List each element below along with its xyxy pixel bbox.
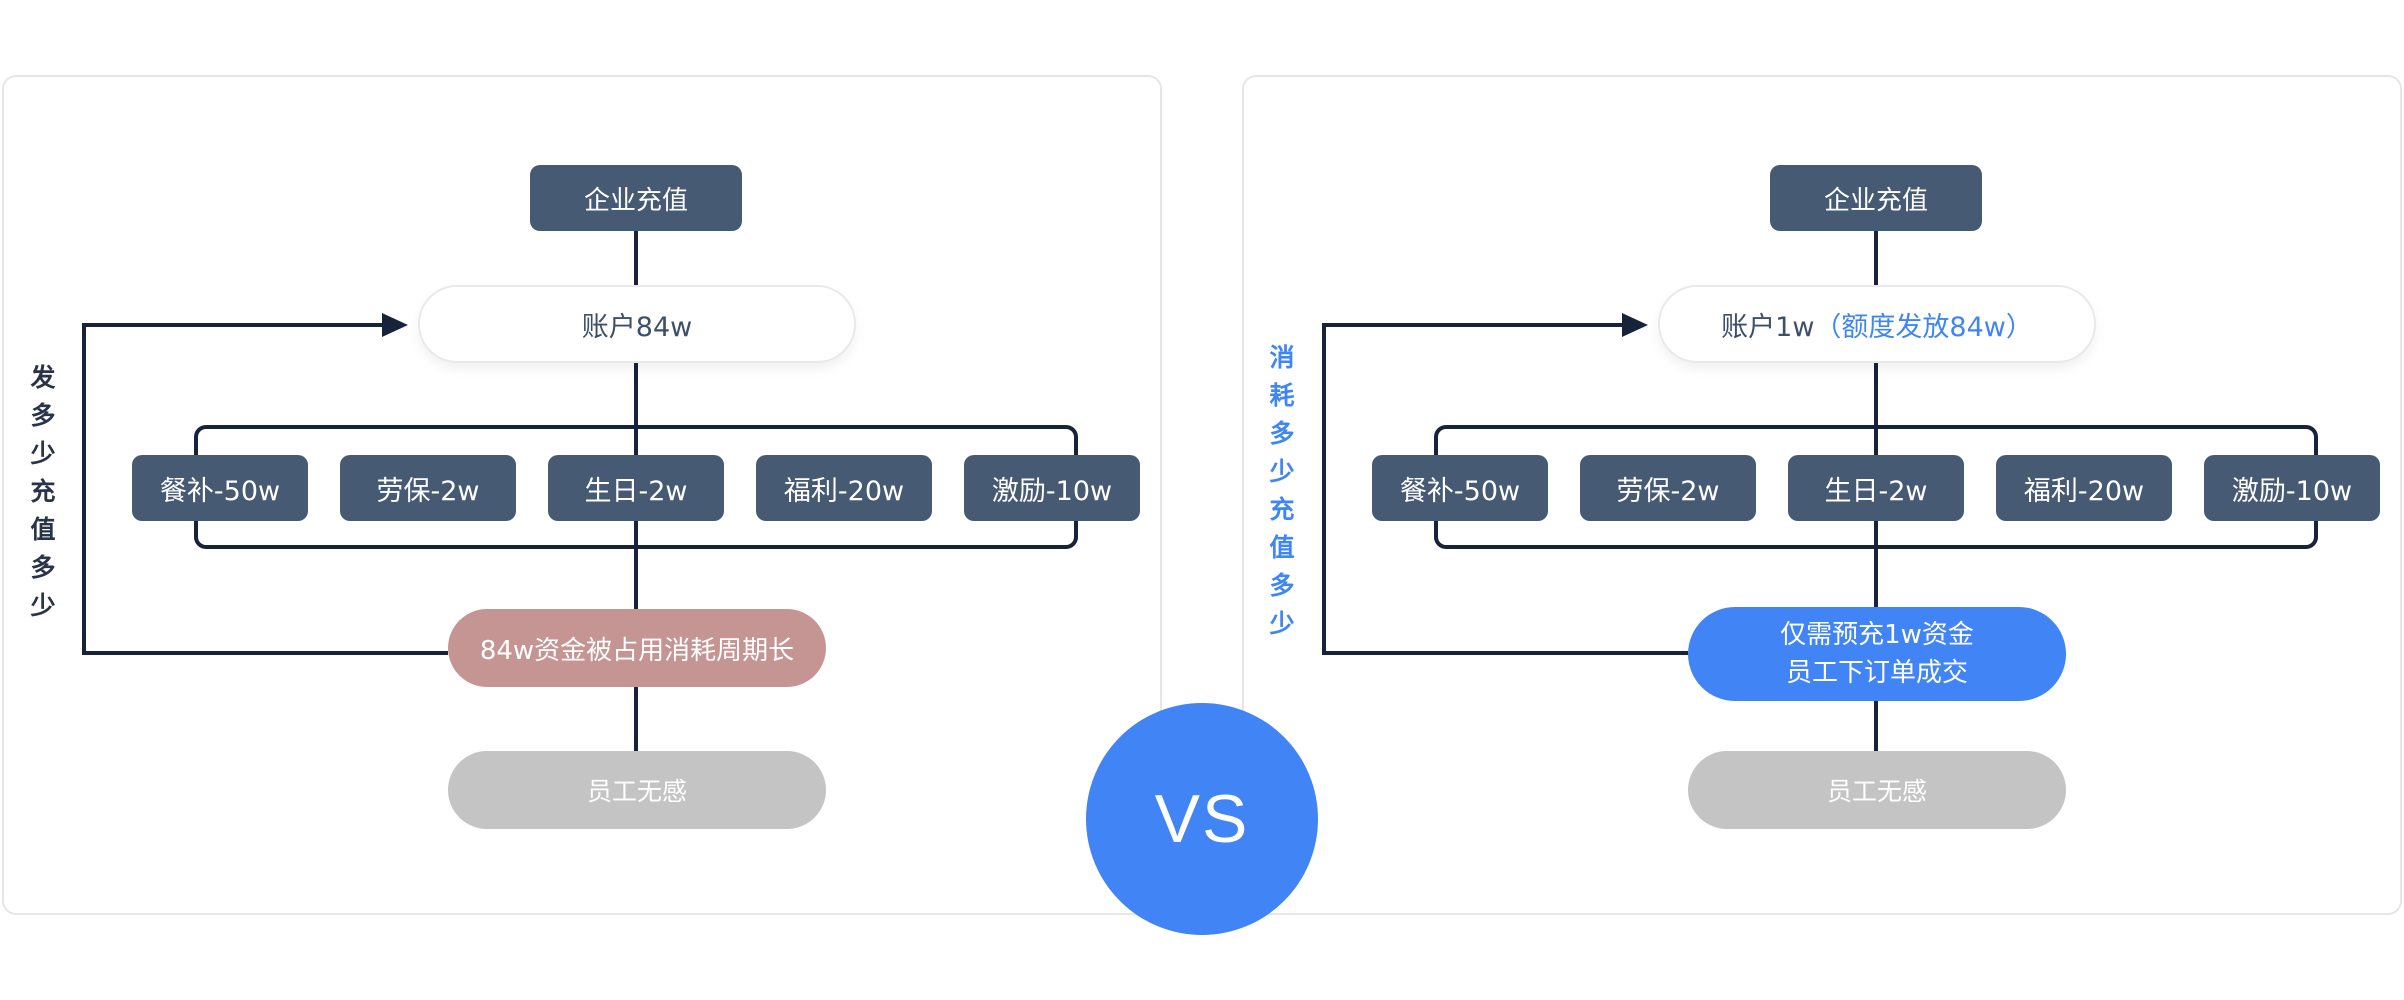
- category-welfare: 福利-20w: [756, 455, 932, 521]
- vs-badge: VS: [1086, 703, 1318, 935]
- account-node: 账户1w（额度发放84w）: [1658, 285, 2096, 363]
- status-node-prepay-only: 仅需预充1w资金 员工下订单成交: [1688, 607, 2066, 701]
- status-node-funds-occupied: 84w资金被占用消耗周期长: [448, 609, 826, 687]
- result-node-employee-unaware: 员工无感: [448, 751, 826, 829]
- category-birthday: 生日-2w: [1788, 455, 1964, 521]
- account-node: 账户84w: [418, 285, 856, 363]
- side-label-recharge-as-issued: 发多少充值多少: [30, 363, 56, 620]
- account-label: 账户84w: [581, 311, 693, 343]
- side-label-recharge-as-consumed: 消耗多少充值多少: [1269, 343, 1295, 638]
- category-labor: 劳保-2w: [340, 455, 516, 521]
- top-node-enterprise-recharge: 企业充值: [1770, 165, 1982, 231]
- loop-arrowhead: [382, 313, 408, 337]
- right-panel: 企业充值 账户1w（额度发放84w） 餐补-50w 劳保-2w 生日-2w 福利…: [1242, 75, 2402, 915]
- category-incentive: 激励-10w: [2204, 455, 2380, 521]
- left-panel: 企业充值 账户84w 餐补-50w 劳保-2w 生日-2w 福利-20w 激励-…: [2, 75, 1162, 915]
- feedback-loop-line: [82, 323, 448, 655]
- account-label: 账户1w: [1721, 311, 1815, 343]
- category-birthday: 生日-2w: [548, 455, 724, 521]
- category-labor: 劳保-2w: [1580, 455, 1756, 521]
- category-welfare: 福利-20w: [1996, 455, 2172, 521]
- category-incentive: 激励-10w: [964, 455, 1140, 521]
- loop-arrowhead: [1622, 313, 1648, 337]
- top-node-enterprise-recharge: 企业充值: [530, 165, 742, 231]
- status-line-1: 仅需预充1w资金: [1780, 620, 1974, 650]
- result-node-employee-unaware: 员工无感: [1688, 751, 2066, 829]
- status-line-2: 员工下订单成交: [1785, 658, 1968, 688]
- feedback-loop-line: [1322, 323, 1688, 655]
- category-meal: 餐补-50w: [1372, 455, 1548, 521]
- category-meal: 餐补-50w: [132, 455, 308, 521]
- account-quota-highlight: （额度发放84w）: [1814, 311, 2033, 343]
